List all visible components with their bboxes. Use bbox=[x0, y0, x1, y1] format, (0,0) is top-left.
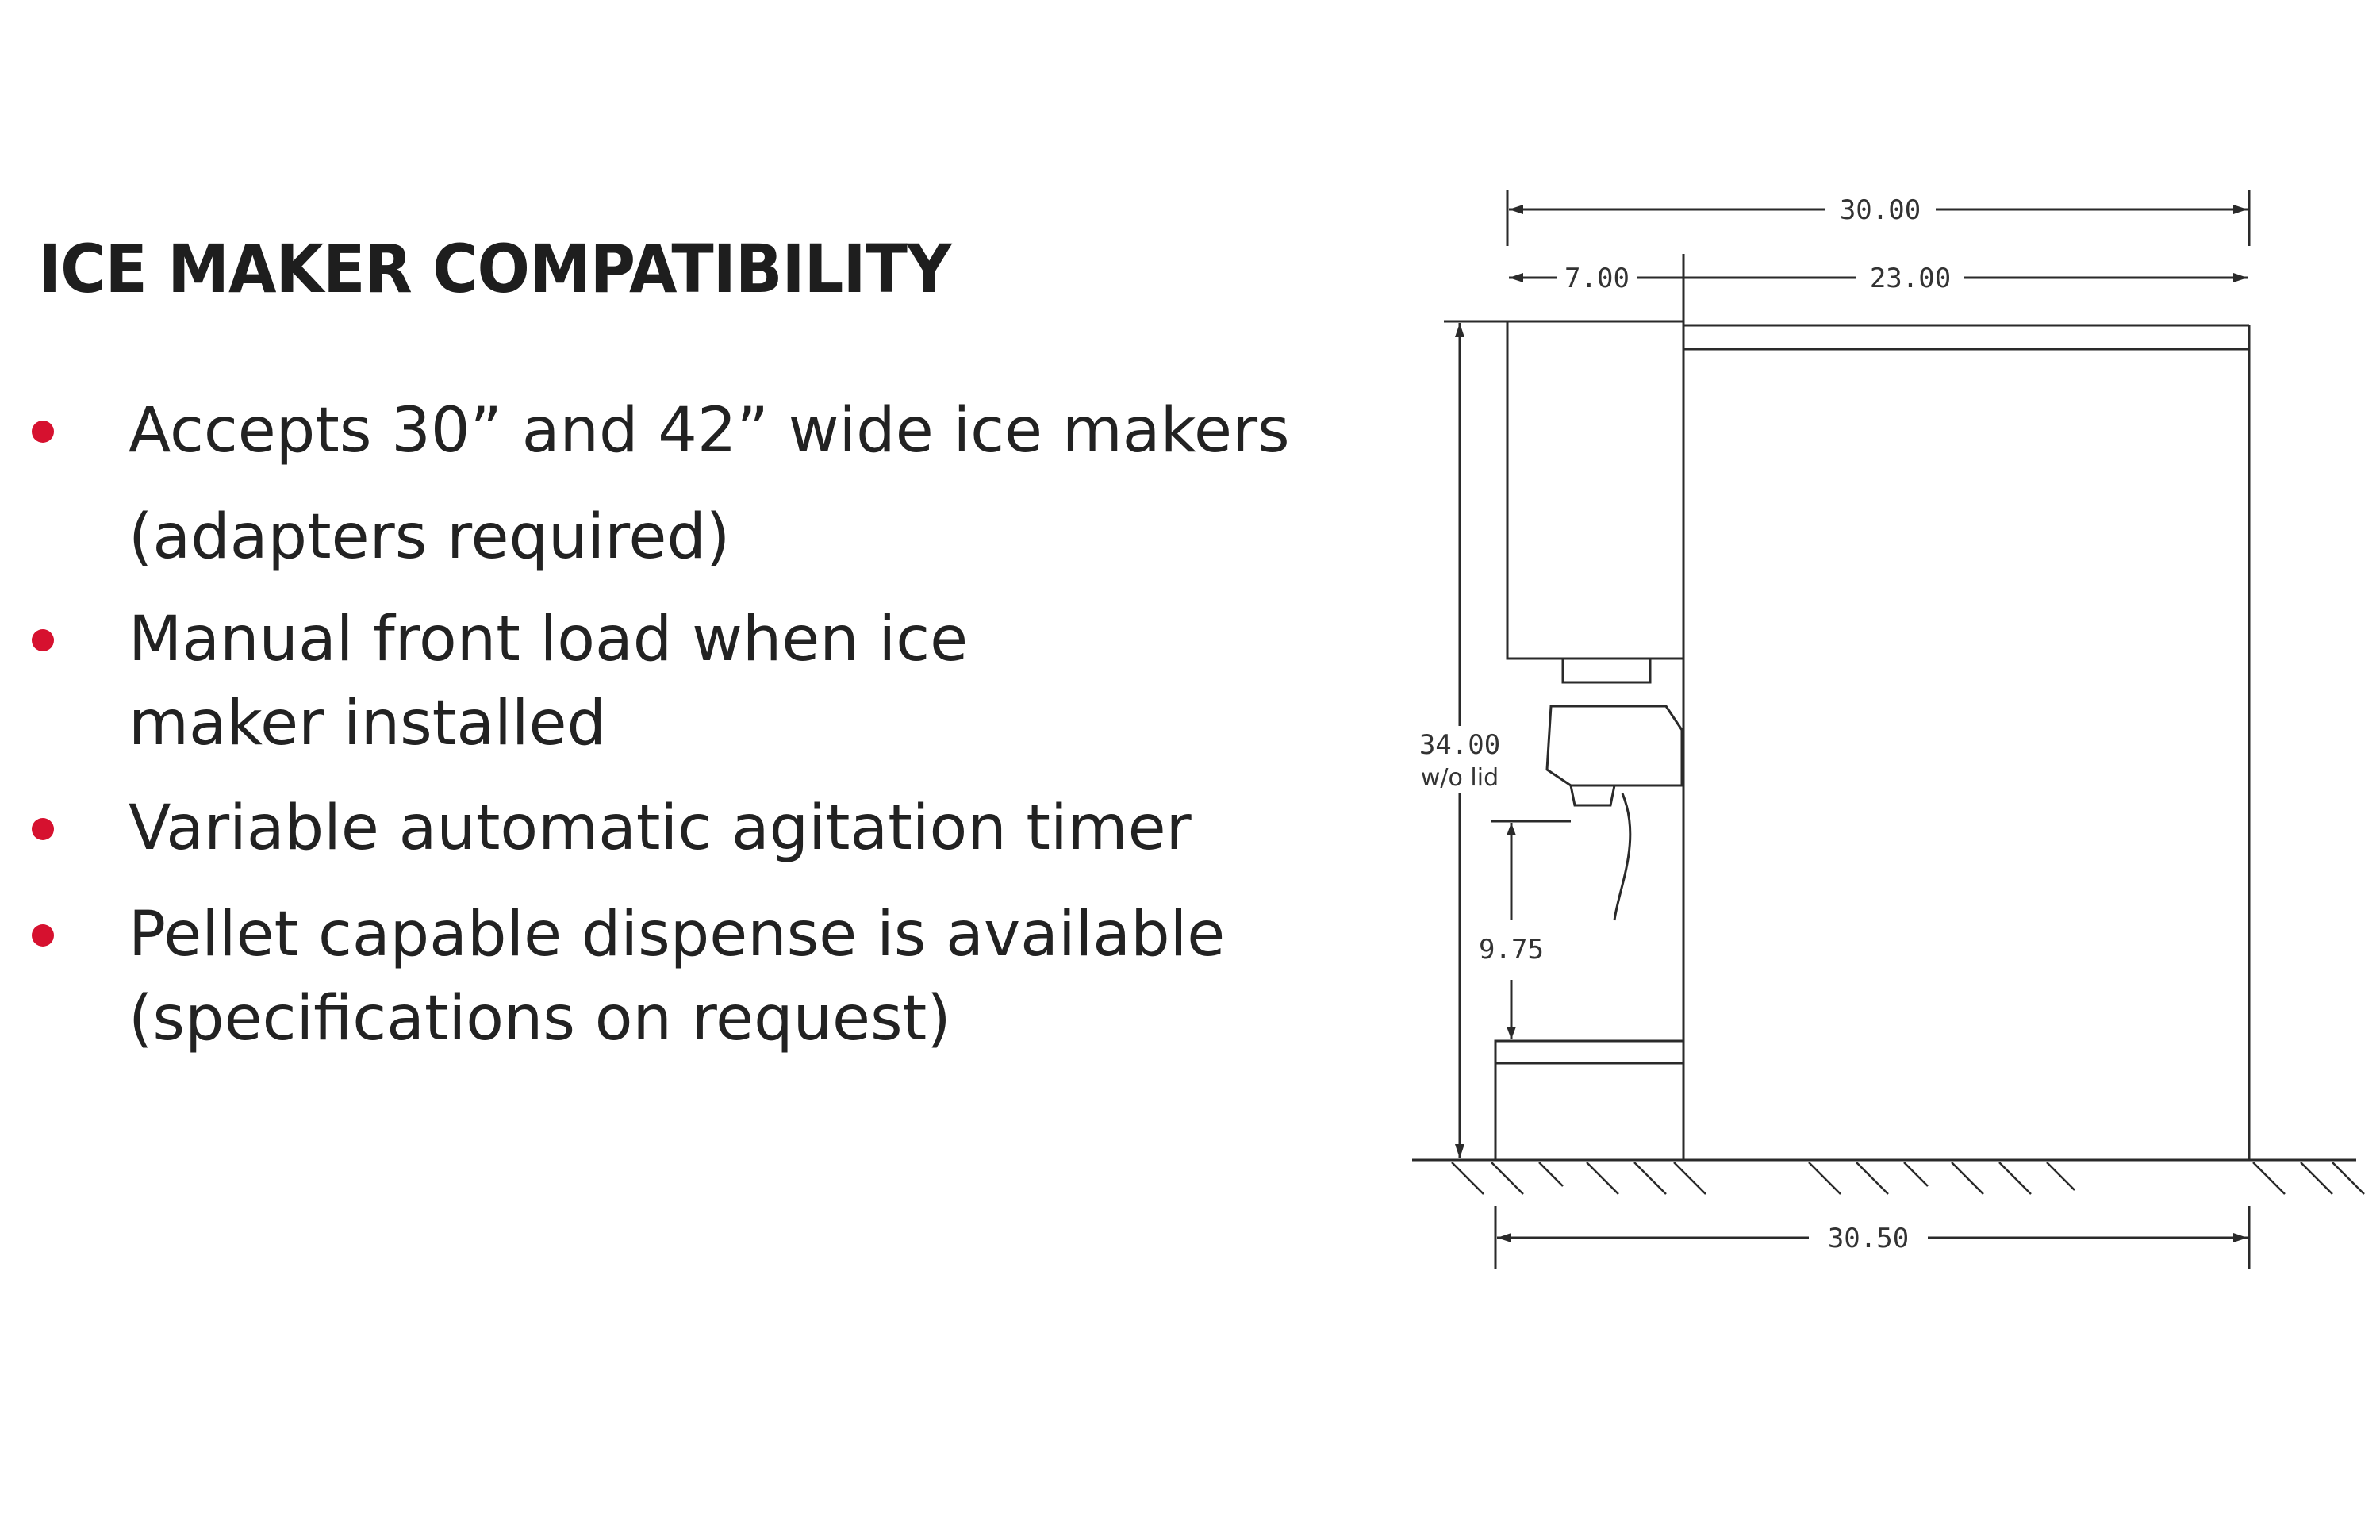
list-item-line: Variable automatic agitation timer bbox=[129, 793, 1192, 864]
drip-tray-stand bbox=[1494, 1039, 1685, 1162]
floor-hatching bbox=[1451, 1162, 2365, 1195]
dim-label-dispense-height: 9.75 bbox=[1479, 934, 1544, 966]
bullet-dot-icon bbox=[32, 421, 54, 443]
list-item-line: maker installed bbox=[129, 688, 606, 759]
dim-label-base-width: 30.50 bbox=[1828, 1223, 1909, 1254]
bullet-dot-icon bbox=[32, 629, 54, 651]
dispenser-side-view: 30.00 7.00 23.00 34.00 w/o lid 9.75 30.5… bbox=[1412, 190, 2365, 1269]
chute-neck bbox=[1561, 659, 1652, 684]
bullet-dot-icon bbox=[32, 818, 54, 840]
list-item-line: Accepts 30” and 42” wide ice makers bbox=[129, 395, 1290, 467]
list-item-line: (adapters required) bbox=[129, 501, 731, 573]
list-item-line: Manual front load when ice bbox=[129, 604, 969, 675]
dispenser-head bbox=[1506, 320, 1685, 660]
chute-body bbox=[1545, 705, 1683, 787]
list-item-line: (specifications on request) bbox=[129, 983, 951, 1054]
feature-list: Accepts 30” and 42” wide ice makers (ada… bbox=[32, 395, 1290, 1054]
dim-label-rear-width: 23.00 bbox=[1870, 263, 1951, 294]
nozzle bbox=[1569, 785, 1616, 807]
bullet-dot-icon bbox=[32, 924, 54, 947]
arrowheads bbox=[1455, 205, 2248, 1242]
feature-panel: ICE MAKER COMPATIBILITY Accepts 30” and … bbox=[32, 230, 1290, 1054]
dim-label-height-note: w/o lid bbox=[1421, 764, 1499, 792]
dimension-diagram: 30.00 7.00 23.00 34.00 w/o lid 9.75 30.5… bbox=[1301, 159, 2380, 1317]
dim-label-front-width: 7.00 bbox=[1564, 263, 1630, 294]
dim-label-height: 34.00 bbox=[1419, 729, 1500, 761]
dim-label-overall-width: 30.00 bbox=[1840, 194, 1921, 226]
list-item-line: Pellet capable dispense is available bbox=[129, 899, 1226, 970]
lever bbox=[1613, 793, 1632, 921]
page-title: ICE MAKER COMPATIBILITY bbox=[38, 230, 952, 308]
